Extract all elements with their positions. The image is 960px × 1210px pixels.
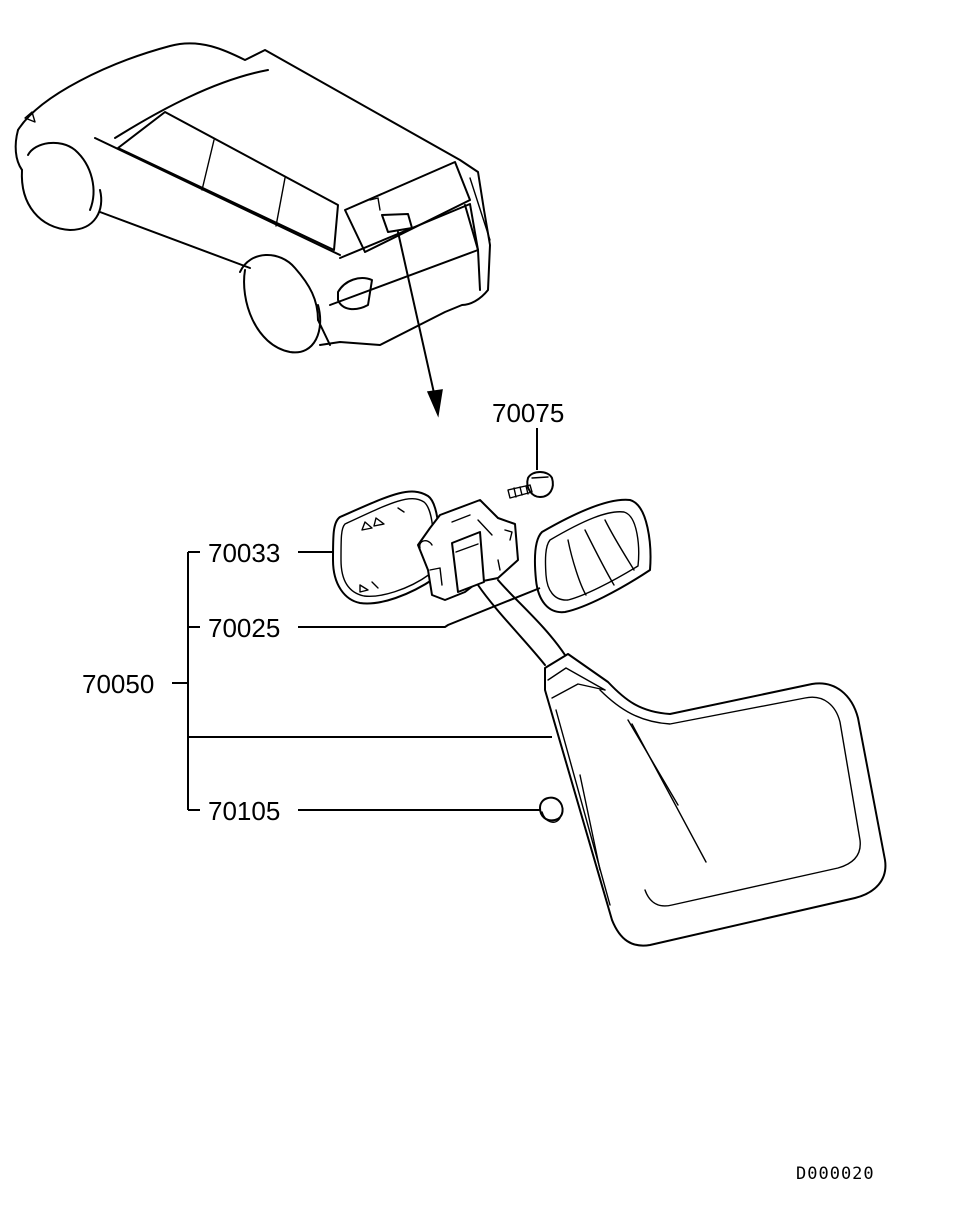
- callout-70025: 70025: [208, 613, 280, 643]
- clip-part: [539, 796, 564, 823]
- callout-70075: 70075: [492, 398, 564, 428]
- screw-part: [507, 471, 554, 499]
- figure-code: D000020: [796, 1164, 875, 1184]
- hinge-bracket: [417, 499, 519, 601]
- callout-70105: 70105: [208, 796, 280, 826]
- callout-70033: 70033: [208, 538, 280, 568]
- filler-housing: [477, 579, 887, 947]
- callout-70050: 70050: [82, 669, 154, 699]
- fuel-lid-panel: [332, 490, 441, 605]
- vehicle-illustration: [14, 42, 491, 354]
- location-arrow: [397, 231, 443, 418]
- filler-ring: [533, 498, 652, 614]
- leader-lines: [172, 428, 552, 811]
